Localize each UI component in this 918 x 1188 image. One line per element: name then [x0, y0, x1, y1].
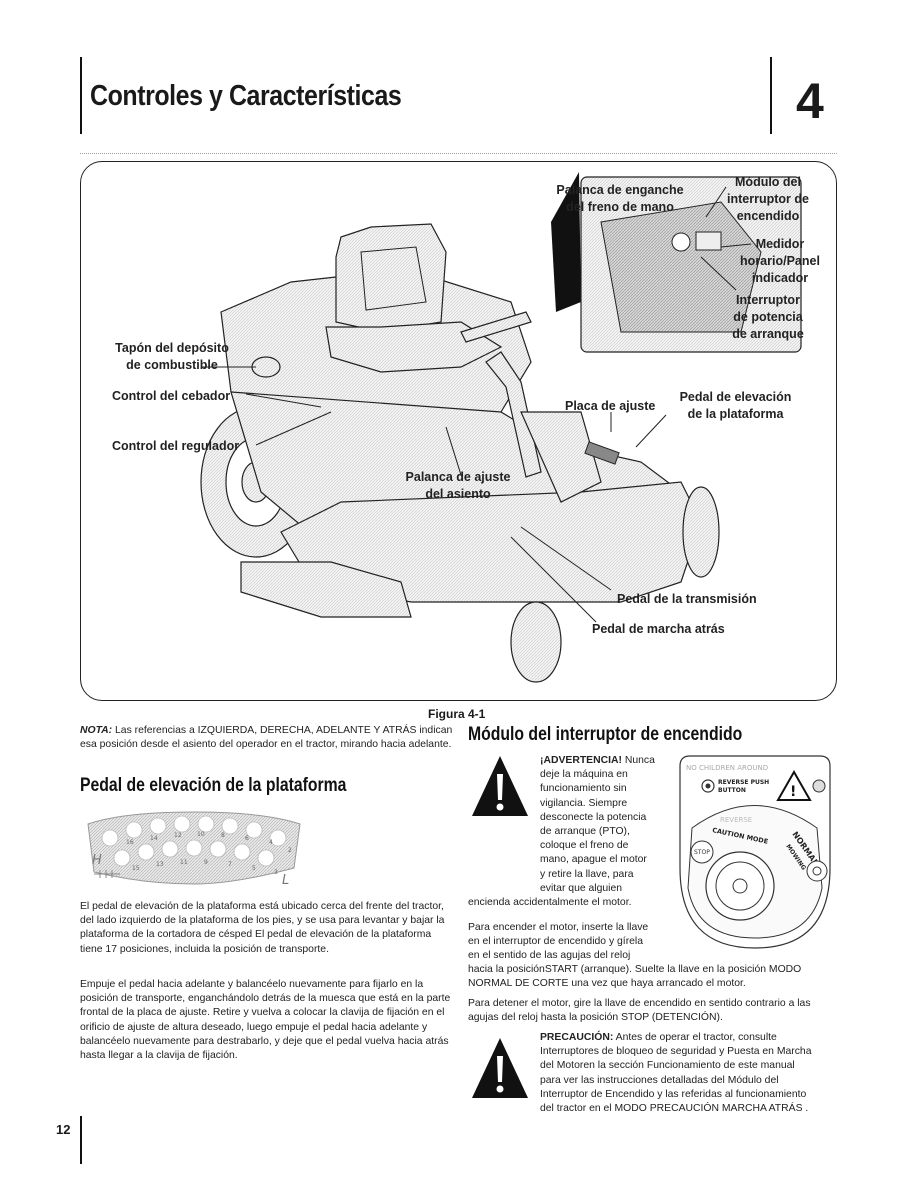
page-number: 12 [56, 1122, 71, 1137]
panel-reverse-push: REVERSE PUSH [718, 779, 769, 786]
warning-icon [472, 756, 528, 816]
caution-label: PRECAUCIÓN: [540, 1032, 614, 1043]
start-para-rest: hacia la posiciónSTART (arranque). Suelt… [468, 964, 802, 990]
plate-mower-icon [94, 870, 120, 878]
figure-frame [80, 161, 837, 701]
callout-adjust-plate: Placa de ajuste [565, 399, 656, 413]
note-paragraph: NOTA: Las referencias a IZQUIERDA, DEREC… [80, 724, 455, 752]
plate-num-11: 11 [180, 859, 188, 866]
panel-no-children: NO CHILDREN AROUND [686, 764, 768, 772]
svg-text:!: ! [790, 784, 796, 800]
panel-stop: STOP [694, 849, 710, 856]
warning-last-line: encienda accidentalmente el motor. [468, 897, 632, 908]
start-para-lines: Para encender el motor, inserte la llave… [468, 922, 649, 962]
plate-num-10: 10 [197, 831, 205, 838]
plate-num-3: 3 [274, 869, 278, 876]
callout-reverse-pedal: Pedal de marcha atrás [592, 622, 725, 636]
caution-icon [472, 1038, 528, 1098]
warning-label: ¡ADVERTENCIA! [540, 755, 622, 766]
plate-num-15: 15 [132, 865, 140, 872]
deck-lift-para-2: Empuje el pedal hacia adelante y balancé… [80, 979, 451, 1062]
plate-num-9: 9 [204, 859, 208, 866]
plate-label-l: L [282, 873, 289, 886]
plate-num-4: 4 [269, 839, 273, 846]
plate-num-2: 2 [288, 847, 292, 854]
footer-bar [80, 1116, 82, 1164]
panel-reverse: REVERSE [720, 816, 752, 824]
panel-button: BUTTON [718, 787, 746, 794]
plate-num-13: 13 [156, 861, 164, 868]
plate-num-16: 16 [126, 839, 134, 846]
plate-num-12: 12 [174, 832, 182, 839]
note-label: NOTA: [80, 725, 113, 736]
plate-num-14: 14 [150, 835, 158, 842]
deck-lift-para-1: El pedal de elevación de la plataforma e… [80, 901, 445, 955]
callout-choke: Control del cebador [112, 389, 231, 403]
ignition-heading: Módulo del interruptor de encendido [468, 724, 743, 745]
caution-block: PRECAUCIÓN: Antes de operar el tractor, … [540, 1032, 812, 1115]
plate-num-6: 6 [245, 835, 249, 842]
figure-caption: Figura 4-1 [428, 707, 486, 721]
stop-para: Para detener el motor, gire la llave de … [468, 998, 811, 1024]
deck-lift-heading: Pedal de elevación de la plataforma [80, 775, 347, 796]
warning-block: ¡ADVERTENCIA! Nunca deje la máquina en f… [540, 755, 655, 894]
callout-drive-pedal: Pedal de la transmisión [617, 592, 757, 606]
callout-throttle: Control del regulador [112, 439, 240, 453]
adjust-plate-graphic: 16 14 12 10 8 6 4 15 13 11 9 7 5 3 2 H L [87, 811, 301, 886]
mower-illustration [200, 172, 802, 683]
header-right-bar [770, 57, 772, 134]
header-left-bar [80, 57, 82, 134]
plate-label-h: H [92, 853, 102, 868]
header-rule [80, 153, 837, 154]
plate-num-5: 5 [252, 865, 256, 872]
plate-num-8: 8 [221, 832, 225, 839]
page-title: Controles y Características [90, 80, 402, 112]
chapter-number: 4 [796, 73, 824, 129]
note-text: Las referencias a IZQUIERDA, DERECHA, AD… [80, 725, 453, 751]
ignition-panel-graphic: NO CHILDREN AROUND REVERSE PUSH BUTTON !… [679, 755, 831, 949]
plate-num-7: 7 [228, 861, 232, 868]
